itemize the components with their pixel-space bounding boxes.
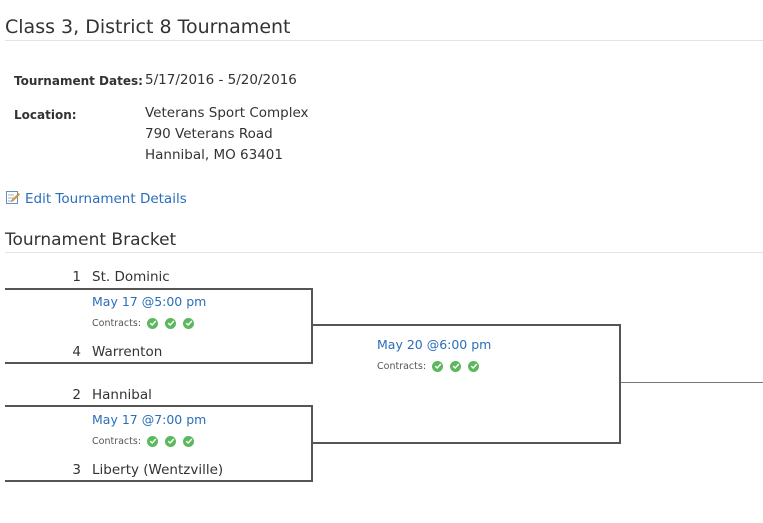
bracket-line [313,324,621,326]
bracket-connector [311,288,313,364]
contracts-label: Contracts: [92,317,142,329]
contracts-row: Contracts: [92,435,201,447]
check-circle-icon[interactable] [147,317,159,329]
bracket-divider [5,252,763,253]
team-name: Liberty (Wentzville) [92,462,224,478]
champion-line [621,382,763,383]
team-name: Hannibal [92,387,152,403]
bracket-title: Tournament Bracket [5,230,177,250]
location-street: 790 Veterans Road [145,126,273,142]
check-circle-icon[interactable] [450,360,462,372]
dates-value: 5/17/2016 - 5/20/2016 [145,72,297,88]
team-name: Warrenton [92,344,163,360]
seed-number: 2 [72,387,81,403]
contracts-label: Contracts: [92,435,142,447]
team-name: St. Dominic [92,269,170,285]
check-circle-icon[interactable] [165,435,177,447]
game-date-link[interactable]: May 17 @7:00 pm [92,412,207,427]
check-circle-icon[interactable] [468,360,480,372]
final-game-date-link[interactable]: May 20 @6:00 pm [377,337,492,352]
check-circle-icon[interactable] [165,317,177,329]
location-name: Veterans Sport Complex [145,105,309,121]
seed-number: 3 [72,462,81,478]
title-divider [5,40,763,41]
page-title: Class 3, District 8 Tournament [5,16,291,38]
bracket-line [5,288,313,290]
contracts-label: Contracts: [377,360,427,372]
location-label: Location: [14,108,77,122]
bracket-line [5,362,313,364]
seed-number: 1 [72,269,81,285]
bracket-connector [311,405,313,482]
check-circle-icon[interactable] [147,435,159,447]
edit-tournament-details-link[interactable]: Edit Tournament Details [25,191,187,207]
contracts-row: Contracts: [377,360,486,372]
check-circle-icon[interactable] [183,435,195,447]
seed-number: 4 [72,344,81,360]
check-circle-icon[interactable] [183,317,195,329]
bracket-connector [619,324,621,444]
contracts-row: Contracts: [92,317,201,329]
edit-icon[interactable] [6,189,20,204]
bracket-line [5,405,313,407]
bracket-line [313,442,621,444]
location-city: Hannibal, MO 63401 [145,147,283,163]
dates-label: Tournament Dates: [14,74,143,88]
game-date-link[interactable]: May 17 @5:00 pm [92,294,207,309]
check-circle-icon[interactable] [432,360,444,372]
bracket-line [5,480,313,482]
